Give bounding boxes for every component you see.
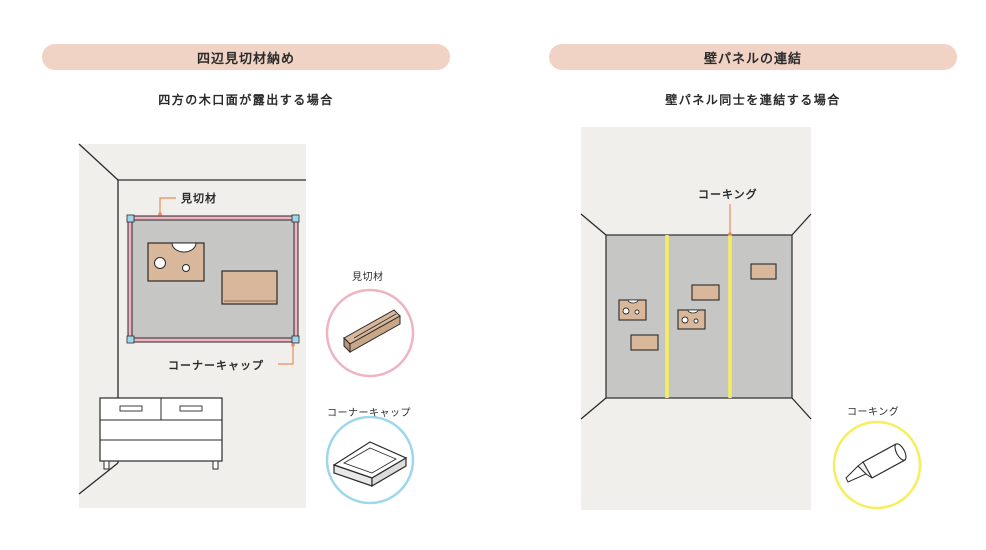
subtitle-panel-joint: 壁パネル同士を連結する場合 [665, 93, 841, 107]
dresser-leg-right [212, 460, 219, 470]
callout-dot-trim [158, 212, 162, 216]
outlet-switch-icon [171, 242, 197, 253]
caulk-nozzle-icon [845, 465, 867, 483]
caulk-detail [832, 420, 922, 510]
corner-cap-detail [325, 415, 415, 505]
panel-board-1 [630, 334, 659, 351]
outlet-1-switch-icon [627, 299, 639, 304]
detail-label-caulk: コーキング [847, 407, 900, 418]
corner-cap-bottom-left [126, 335, 135, 344]
drawer-handle-2 [179, 405, 203, 412]
outlet-2-socket-icon [681, 316, 689, 324]
corner-cap-top-right [291, 214, 300, 223]
dresser-leg-left [103, 460, 110, 470]
drawer-handle-1 [119, 405, 143, 412]
callout-line-trim [159, 197, 176, 214]
callout-label-trim: 見切材 [181, 192, 217, 205]
detail-label-trim: 見切材 [352, 272, 384, 283]
panel-board-3 [750, 263, 777, 280]
right-floor-edge-right [791, 397, 812, 420]
outlet-1-hole-icon [634, 309, 640, 315]
callout-label-corner-cap: コーナーキャップ [168, 359, 264, 372]
right-ceiling-edge-right [791, 213, 812, 236]
panel-board-2 [691, 284, 720, 301]
subtitle-four-side-trim: 四方の木口面が露出する場合 [158, 93, 334, 107]
outlet-2-switch-icon [687, 309, 699, 314]
corner-cap-bottom-right [291, 335, 300, 344]
trim-detail [325, 288, 415, 378]
callout-line-corner [278, 345, 294, 365]
framed-wall-panel [126, 214, 300, 344]
right-ceiling-edge-left [580, 213, 607, 236]
wooden-board [221, 270, 278, 305]
trim-profile-groove [353, 313, 397, 339]
header-four-side-trim: 四辺見切材納め [42, 44, 450, 70]
outlet-hole-icon [182, 264, 190, 272]
left-ceiling-edge [78, 143, 119, 181]
callout-dot-caulk [728, 232, 732, 236]
callout-label-caulk: コーキング [698, 188, 758, 201]
right-floor-edge-left [580, 397, 607, 420]
header-panel-joint: 壁パネルの連結 [549, 44, 957, 70]
corner-cap-right-face [371, 456, 407, 488]
corner-cap-inner-edge [343, 447, 397, 474]
callout-dot-corner [291, 343, 295, 347]
outlet-2-hole-icon [693, 318, 699, 324]
corner-cap-top-left [126, 214, 135, 223]
left-floor-edge [78, 462, 119, 495]
dresser [99, 397, 223, 470]
outlet-socket-icon [154, 257, 166, 269]
caulk-tube-end [894, 443, 907, 461]
right-room [580, 127, 812, 510]
trim-profile-front [349, 315, 401, 353]
detail-label-corner-cap: コーナーキャップ [327, 408, 411, 419]
outlet-1-socket-icon [622, 307, 630, 315]
trim-outline [127, 215, 299, 343]
